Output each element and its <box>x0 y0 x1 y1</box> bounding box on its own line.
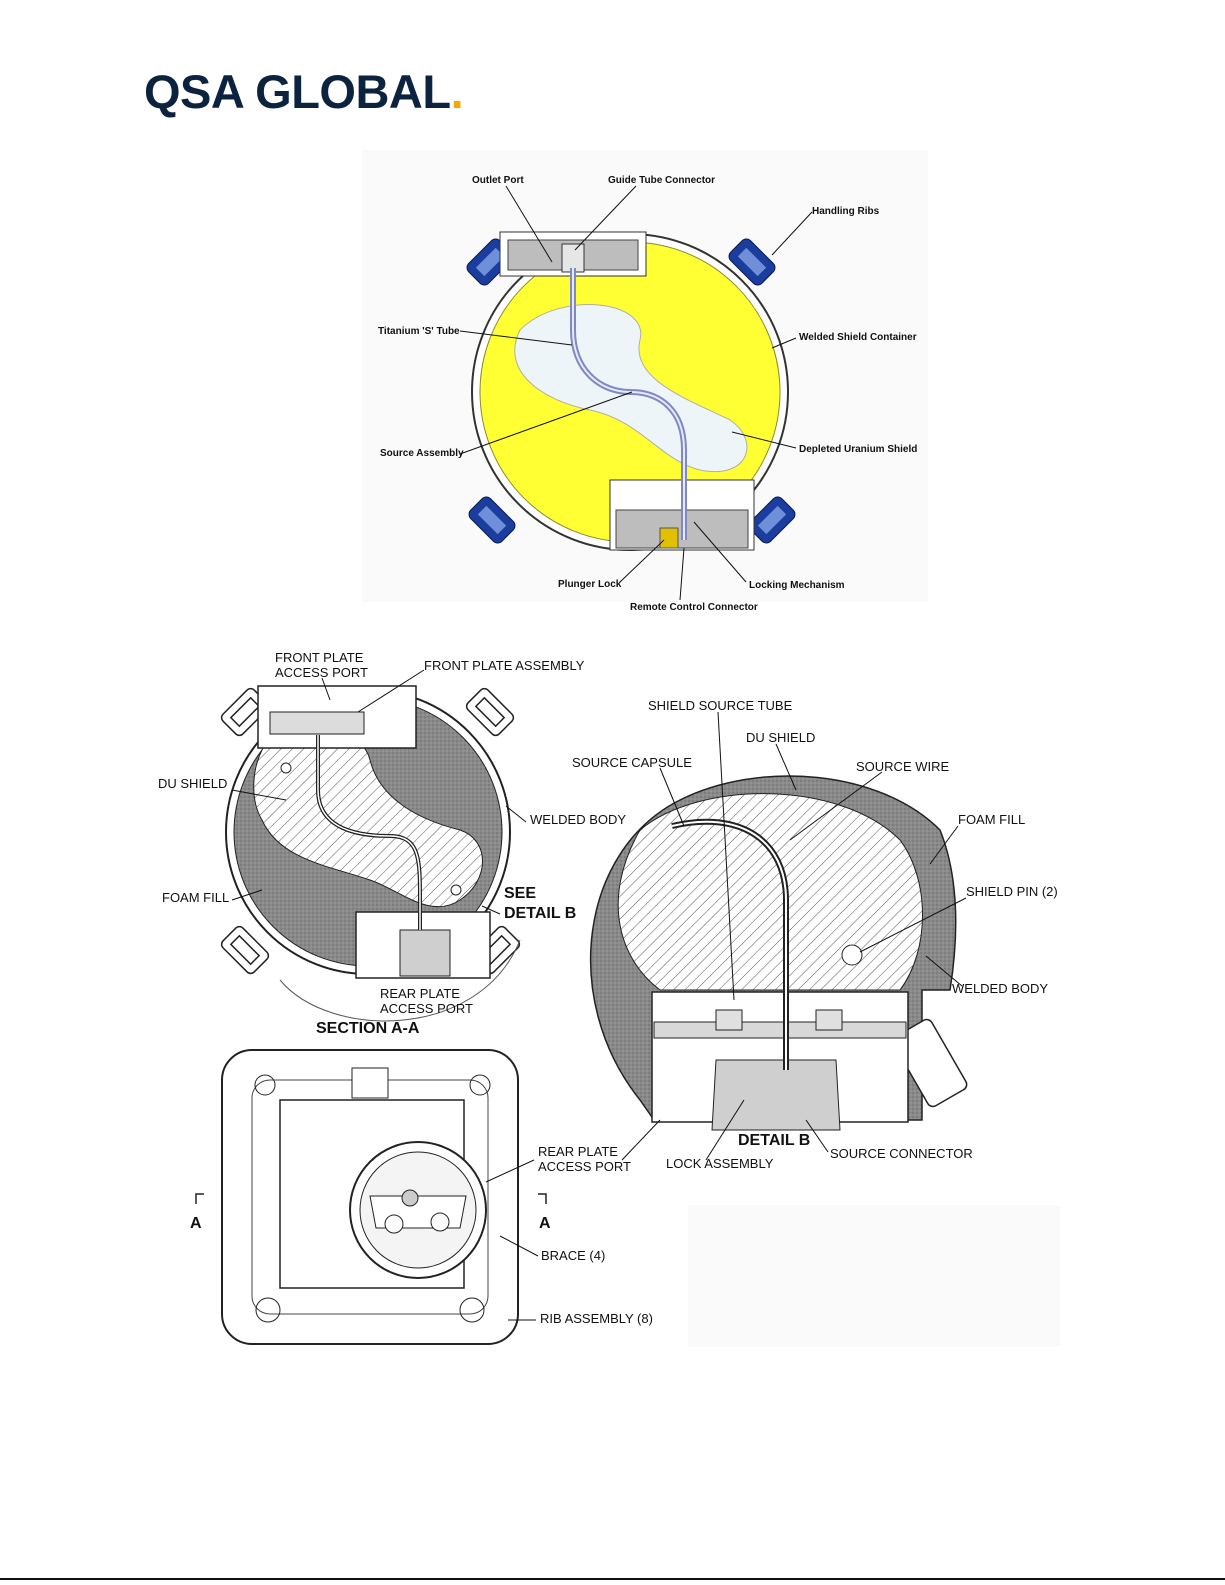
label-rear-plate-line2: ACCESS PORT <box>380 1001 473 1016</box>
figure-2-detail-b: SHIELD SOURCE TUBE DU SHIELD SOURCE CAPS… <box>572 698 1058 1171</box>
rear-view-top-bracket <box>351 1067 389 1099</box>
label-guide-tube-connector: Guide Tube Connector <box>608 175 715 186</box>
label-foam-fill-left: FOAM FILL <box>162 890 229 905</box>
figure-2-section-aa: FRONT PLATE ACCESS PORT FRONT PLATE ASSE… <box>158 650 626 1037</box>
figure-1-leaders <box>459 185 813 601</box>
label-source-wire: SOURCE WIRE <box>856 759 950 774</box>
label-du-shield-left: DU SHIELD <box>158 776 227 791</box>
label-shield-pin: SHIELD PIN (2) <box>966 884 1058 899</box>
detail-b-shield-pin <box>841 944 863 966</box>
handling-rib-group <box>466 238 796 544</box>
label-remote-control-connector: Remote Control Connector <box>630 602 758 613</box>
label-see-detail-line1: SEE <box>504 885 536 902</box>
label-rear-plate-bottom-line1: REAR PLATE <box>538 1144 618 1159</box>
label-source-connector: SOURCE CONNECTOR <box>830 1146 973 1161</box>
detail-b-rib <box>892 1018 968 1108</box>
rear-view-leaders <box>485 1159 539 1321</box>
label-section-marker-right: A <box>539 1215 551 1232</box>
label-outlet-port: Outlet Port <box>472 175 524 186</box>
label-rib-assembly: RIB ASSEMBLY (8) <box>540 1311 653 1326</box>
handling-rib-bottom-left <box>468 496 516 544</box>
label-rear-plate-bottom-line2: ACCESS PORT <box>538 1159 631 1174</box>
label-front-plate-assembly: FRONT PLATE ASSEMBLY <box>424 658 585 673</box>
detail-b-du-shield <box>617 793 923 991</box>
logo-text: QSA GLOBAL <box>144 65 451 118</box>
detail-b-callout <box>279 939 521 1022</box>
label-rear-plate-line1: REAR PLATE <box>380 986 460 1001</box>
label-section-aa: SECTION A-A <box>316 1020 420 1037</box>
handling-rib-bottom-right <box>748 496 796 544</box>
label-front-plate-access-port-line2: ACCESS PORT <box>275 665 368 680</box>
label-du-shield-right: DU SHIELD <box>746 730 815 745</box>
label-titanium-s-tube: Titanium 'S' Tube <box>378 326 460 337</box>
label-welded-body-left: WELDED BODY <box>530 812 626 827</box>
label-shield-source-tube: SHIELD SOURCE TUBE <box>648 698 793 713</box>
label-plunger-lock: Plunger Lock <box>558 579 622 590</box>
label-lock-assembly: LOCK ASSEMBLY <box>666 1156 774 1171</box>
label-brace: BRACE (4) <box>541 1248 605 1263</box>
label-foam-fill-right: FOAM FILL <box>958 812 1025 827</box>
figure-1-cross-section: Outlet Port Guide Tube Connector Handlin… <box>362 150 928 613</box>
footer-rule <box>0 1578 1225 1580</box>
blank-panel <box>688 1205 1060 1347</box>
guide-tube-connector-shape <box>561 243 585 273</box>
detail-b-leaders <box>621 711 967 1161</box>
section-aa-du-shield <box>253 724 483 908</box>
label-handling-ribs: Handling Ribs <box>812 206 880 217</box>
figure-2-rear-view: REAR PLATE ACCESS PORT A A BRACE (4) RIB… <box>190 1049 653 1345</box>
label-source-capsule: SOURCE CAPSULE <box>572 755 692 770</box>
label-depleted-uranium-shield: Depleted Uranium Shield <box>799 444 917 455</box>
detail-b-lock-assembly <box>711 1059 841 1131</box>
qsa-global-logo: QSA GLOBAL. <box>144 64 464 119</box>
label-see-detail-line2: DETAIL B <box>504 905 576 922</box>
section-aa-leaders <box>231 669 527 915</box>
plunger-lock-shape <box>659 527 679 549</box>
label-welded-body-right: WELDED BODY <box>952 981 1048 996</box>
label-source-assembly: Source Assembly <box>380 448 464 459</box>
label-welded-shield-container: Welded Shield Container <box>799 332 917 343</box>
logo-dot: . <box>450 65 464 118</box>
label-section-marker-left: A <box>190 1215 202 1232</box>
label-locking-mechanism: Locking Mechanism <box>749 580 845 591</box>
label-detail-b: DETAIL B <box>738 1132 810 1149</box>
handling-rib-top-right <box>728 238 776 286</box>
label-front-plate-access-port-line1: FRONT PLATE <box>275 650 364 665</box>
